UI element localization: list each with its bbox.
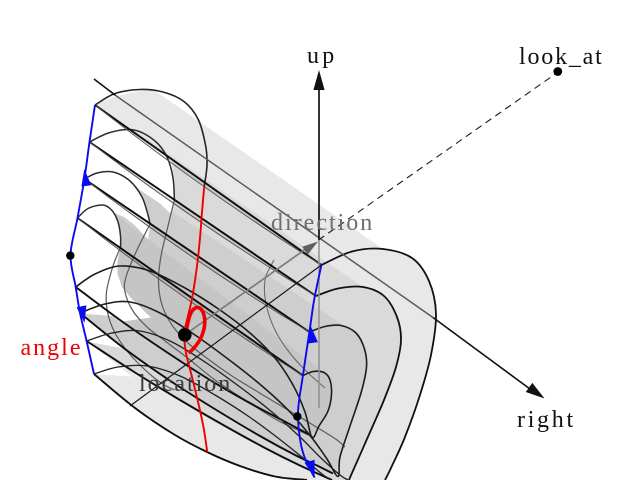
svg-text:angle: angle (21, 335, 83, 361)
svg-text:location: location (139, 371, 232, 397)
svg-text:direction: direction (271, 210, 374, 236)
svg-text:look_at: look_at (519, 44, 604, 70)
svg-text:up: up (307, 43, 337, 69)
svg-text:right: right (517, 407, 576, 433)
